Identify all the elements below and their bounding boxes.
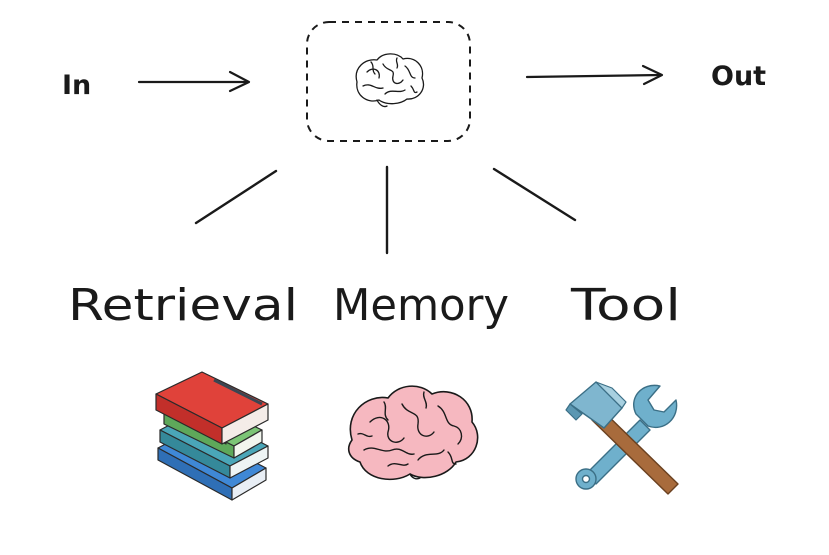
output-arrow (525, 64, 664, 86)
connector-tool (492, 167, 577, 222)
hammer-and-wrench-icon (565, 381, 679, 495)
books-icon (155, 371, 269, 501)
output-label: Out (711, 61, 766, 92)
memory-label: Memory (333, 280, 509, 331)
connector-retrieval (194, 169, 278, 225)
input-arrow (137, 70, 251, 93)
brain-icon (355, 53, 425, 108)
tool-label: Tool (570, 280, 681, 331)
retrieval-label: Retrieval (68, 280, 298, 331)
core-model-box (306, 21, 471, 142)
input-label: In (62, 70, 91, 101)
brain-icon (347, 385, 479, 481)
